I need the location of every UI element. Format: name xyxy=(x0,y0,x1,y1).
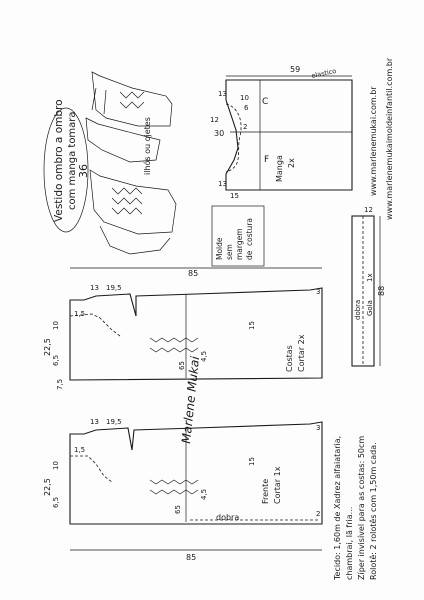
sleeve-elastic: elastico xyxy=(311,67,337,80)
back-mark-15: 15 xyxy=(248,321,256,330)
front-mark-6-5: 6,5 xyxy=(52,497,60,508)
sleeve-height: 30 xyxy=(214,129,224,138)
title-line2: com manga tomara xyxy=(67,111,78,210)
sleeve-mark-6: 6 xyxy=(244,104,249,112)
front-width-top-a: 19,5 xyxy=(106,418,122,426)
title-line1: Vestido ombro a ombro xyxy=(53,99,65,222)
collar-label: Gola xyxy=(366,300,374,316)
front-label-count: Cortar 1x xyxy=(273,466,282,504)
website-credits: www.marlenemukai.com.br www.marlenemukai… xyxy=(369,57,394,220)
sleeve-mark-15: 15 xyxy=(230,192,239,200)
sleeve-mark-12: 12 xyxy=(210,116,219,124)
front-mark-1-5: 1,5 xyxy=(74,446,85,454)
no-margin-line1: Molde xyxy=(215,237,224,260)
note-fabric: Tecido: 1,60m de Xadrez alfaiataria, xyxy=(333,436,342,581)
no-margin-line3: margem xyxy=(235,228,244,260)
sleeve-piece: 59 30 6 2 10 12 13 13 15 elastico C F Ma… xyxy=(210,65,353,200)
title-block: Vestido ombro a ombro com manga tomara 3… xyxy=(43,99,90,233)
back-label: Costas xyxy=(285,345,294,372)
eyelets-note: ilhós ou ojetes xyxy=(142,117,152,175)
website-2: www.marlenemukaimoldeinfantil.com.br xyxy=(385,57,394,220)
back-mark-65: 65 xyxy=(178,361,186,370)
back-mark-10: 10 xyxy=(52,321,60,330)
sleeve-mark-10: 10 xyxy=(240,94,249,102)
front-fold: dobra xyxy=(216,513,239,522)
no-margin-line2: sem xyxy=(225,244,234,260)
note-ribbon: Rolotê: 2 rolotês com 1,50m cada. xyxy=(368,442,378,580)
no-margin-line4: de xyxy=(245,250,254,260)
back-mark-75: 7,5 xyxy=(56,379,64,390)
front-width-top-b: 13 xyxy=(90,418,99,426)
back-width-top-b: 13 xyxy=(90,284,99,292)
sleeve-letter-f: F xyxy=(264,155,269,165)
note-fabric2: chambrai, lã fria... xyxy=(345,507,354,580)
front-mark-15: 15 xyxy=(248,457,256,466)
front-piece: 85 19,5 13 22,5 10 6,5 1,5 15 4,5 65 3 2… xyxy=(43,418,323,562)
back-width-top-a: 19,5 xyxy=(106,284,122,292)
dress-sketch-front xyxy=(89,169,177,255)
front-mark-10: 10 xyxy=(52,461,60,470)
collar-count: 1x xyxy=(366,273,374,282)
note-zipper: Zíper invisível para as costas: 50cm xyxy=(357,436,366,580)
front-mark-2: 2 xyxy=(316,510,320,518)
front-mark-45: 4,5 xyxy=(200,489,208,500)
front-label: Frente xyxy=(261,479,270,504)
sleeve-label: Manga xyxy=(275,155,284,182)
front-height: 22,5 xyxy=(43,478,52,496)
back-mark-6-5: 6,5 xyxy=(52,355,60,366)
back-mark-1-5: 1,5 xyxy=(74,310,85,318)
back-mark-3: 3 xyxy=(316,288,320,296)
collar-width: 88 xyxy=(377,286,386,296)
back-width-total: 85 xyxy=(188,269,198,278)
front-mark-3: 3 xyxy=(316,424,320,432)
title-size: 36 xyxy=(77,164,90,178)
no-margin-note: Molde sem margem de costura xyxy=(211,205,265,267)
sleeve-width: 59 xyxy=(290,65,300,74)
front-mark-65: 65 xyxy=(174,505,182,514)
back-mark-45: 4,5 xyxy=(200,351,208,362)
material-notes: Tecido: 1,60m de Xadrez alfaiataria, cha… xyxy=(333,436,378,581)
back-height: 22,5 xyxy=(43,338,52,356)
sleeve-mark-13b: 13 xyxy=(218,180,227,188)
collar-piece: 88 12 dobra Gola 1x xyxy=(351,206,386,367)
sleeve-mark-13a: 13 xyxy=(218,90,227,98)
back-label-count: Cortar 2x xyxy=(297,334,306,372)
sleeve-letter-c: C xyxy=(262,97,268,107)
collar-fold: dobra xyxy=(354,300,362,320)
sleeve-mark-2: 2 xyxy=(243,123,247,131)
no-margin-line5: costura xyxy=(245,218,254,246)
dress-sketch-back xyxy=(85,71,173,163)
collar-height: 12 xyxy=(364,206,373,214)
front-width-total: 85 xyxy=(186,553,196,562)
website-1: www.marlenemukai.com.br xyxy=(369,86,378,196)
sleeve-label-count: 2x xyxy=(287,158,296,168)
back-piece: 85 19,5 13 22,5 10 6,5 1,5 15 4,5 65 3 7… xyxy=(43,267,323,390)
